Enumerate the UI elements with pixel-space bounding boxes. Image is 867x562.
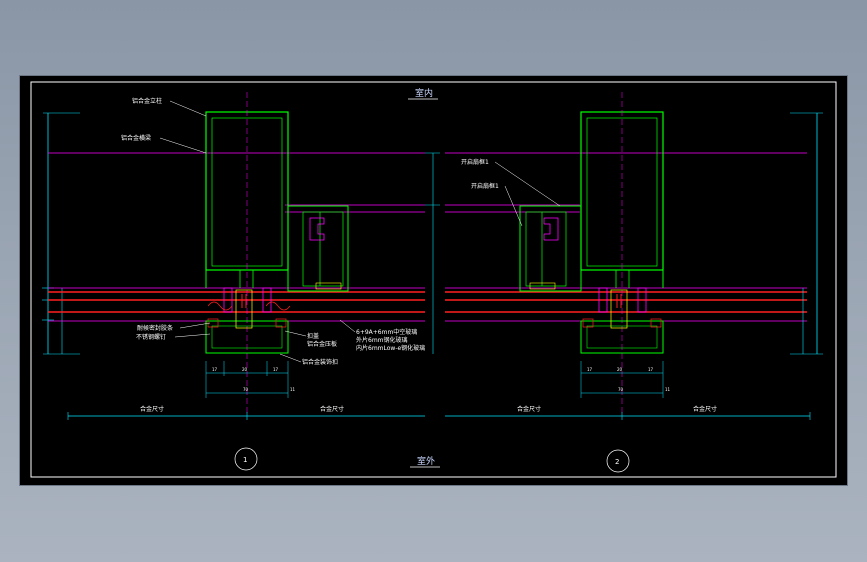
detail-1-bubble [234, 447, 258, 471]
cover-cap [205, 320, 289, 354]
detail-2: 开启扇框1 开启扇框1 17 20 17 70 11 合金尺寸 合金尺寸 2 [445, 92, 823, 473]
aluminum-transom [287, 205, 349, 292]
svg-text:17: 17 [587, 367, 593, 372]
title-outdoor: 室外 [417, 455, 435, 467]
label-screw: 铝合金压板 [307, 340, 337, 348]
label-cover: 扣盖 [307, 332, 319, 340]
label-glass-1: 6+9A+6mm中空玻璃 [356, 328, 417, 336]
svg-text:合金尺寸: 合金尺寸 [693, 405, 717, 413]
label-gasket-1: 耐候密封胶条 [137, 324, 173, 332]
detail-1-number: 1 [243, 456, 247, 464]
detail-2-number: 2 [615, 458, 619, 466]
svg-text:20: 20 [617, 367, 623, 372]
label-gasket-2: 不锈钢螺钉 [136, 333, 166, 341]
label-sash: 开启扇框1 [461, 158, 489, 166]
svg-text:17: 17 [648, 367, 654, 372]
title-indoor: 室内 [415, 87, 433, 99]
svg-text:70: 70 [618, 387, 624, 392]
svg-text:17: 17 [273, 367, 279, 372]
detail-2-bubble [606, 449, 630, 473]
svg-text:70: 70 [243, 387, 249, 392]
svg-text:11: 11 [290, 387, 296, 392]
cad-viewport[interactable]: 室内 室外 [19, 75, 848, 486]
cad-drawing: 室内 室外 [30, 81, 837, 478]
label-glass-2: 外片6mm钢化玻璃 [356, 336, 408, 344]
svg-text:合金尺寸: 合金尺寸 [517, 405, 541, 413]
drawing-border [30, 81, 837, 478]
svg-text:20: 20 [242, 367, 248, 372]
label-column: 铝合金立柱 [132, 97, 162, 105]
dim-right-total: 合金尺寸 [320, 405, 344, 413]
label-trim: 铝合金装饰扣 [302, 358, 338, 366]
label-sash-frame: 开启扇框1 [471, 182, 499, 190]
detail-1: 铝合金立柱 铝合金横梁 耐候密封胶条 不锈钢螺钉 扣盖 铝合金压板 6+9A+6… [42, 92, 440, 471]
dim-left-total: 合金尺寸 [140, 405, 164, 413]
svg-text:11: 11 [665, 387, 671, 392]
svg-text:17: 17 [212, 367, 218, 372]
label-glass-3: 内片6mmLow-e钢化玻璃 [356, 344, 425, 352]
label-transom: 铝合金横梁 [121, 134, 151, 142]
